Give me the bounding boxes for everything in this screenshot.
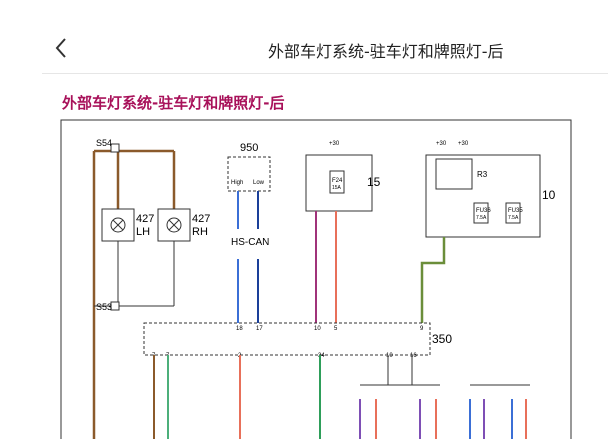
page-title: 外部车灯系统-驻车灯和牌照灯-后: [268, 42, 504, 61]
module-950-high: High: [231, 180, 243, 186]
pin-9: 9: [420, 326, 424, 332]
fuse-box-10: R3 FU36 7.5A FU35 7.5A +30 +30 10: [425, 141, 556, 238]
splice-s53-label: S53: [96, 302, 112, 312]
wiring-diagram: S54 S53 427 LH 427 RH 950 High Low HS-CA…: [60, 119, 572, 439]
fuse-fu36-label: FU36: [476, 208, 491, 214]
hs-can-label: HS-CAN: [231, 237, 269, 248]
pin-16: 16: [410, 353, 417, 359]
pin-10: 10: [314, 326, 321, 332]
module-350: 350 18 17 10 5 9: [143, 322, 452, 356]
pin-5: 5: [334, 326, 338, 332]
fuse-box-15: +30 F24 15A 15: [305, 141, 381, 212]
lamp-rh: 427 RH: [157, 208, 210, 242]
plus30-label: +30: [329, 141, 340, 147]
fuse-f24-label: F24: [332, 178, 343, 184]
chevron-left-icon: [55, 38, 66, 58]
pin-10b: 10: [386, 353, 393, 359]
fuse-box-10-label: 10: [542, 188, 556, 202]
lamp-rh-number: 427: [192, 213, 210, 225]
plus30-label-a: +30: [436, 141, 447, 147]
relay-r3-label: R3: [477, 170, 488, 179]
header-divider: [42, 73, 608, 74]
module-350-label: 350: [432, 332, 452, 346]
app-header: 外部车灯系统-驻车灯和牌照灯-后: [0, 0, 608, 74]
lamp-lh-number: 427: [136, 213, 154, 225]
module-950-low: Low: [253, 180, 265, 186]
fuse-box-15-label: 15: [367, 175, 381, 189]
back-button[interactable]: [48, 30, 76, 66]
fuse-fu35-amp: 7.5A: [508, 215, 519, 221]
module-950: 950 High Low: [227, 142, 271, 192]
pin-34: 34: [318, 353, 325, 359]
document-title: 外部车灯系统-驻车灯和牌照灯-后: [62, 94, 285, 112]
module-950-label: 950: [240, 142, 258, 154]
lamp-lh: 427 LH: [101, 208, 154, 242]
fuse-fu35-label: FU35: [508, 208, 523, 214]
fuse-f24-amp: 15A: [332, 185, 342, 191]
pin-17: 17: [256, 326, 263, 332]
pin-18: 18: [236, 326, 243, 332]
lamp-rh-side: RH: [192, 226, 208, 238]
lamp-lh-side: LH: [136, 226, 150, 238]
plus30-label-b: +30: [458, 141, 469, 147]
fuse-fu36-amp: 7.5A: [476, 215, 487, 221]
splice-s54-label: S54: [96, 138, 112, 148]
